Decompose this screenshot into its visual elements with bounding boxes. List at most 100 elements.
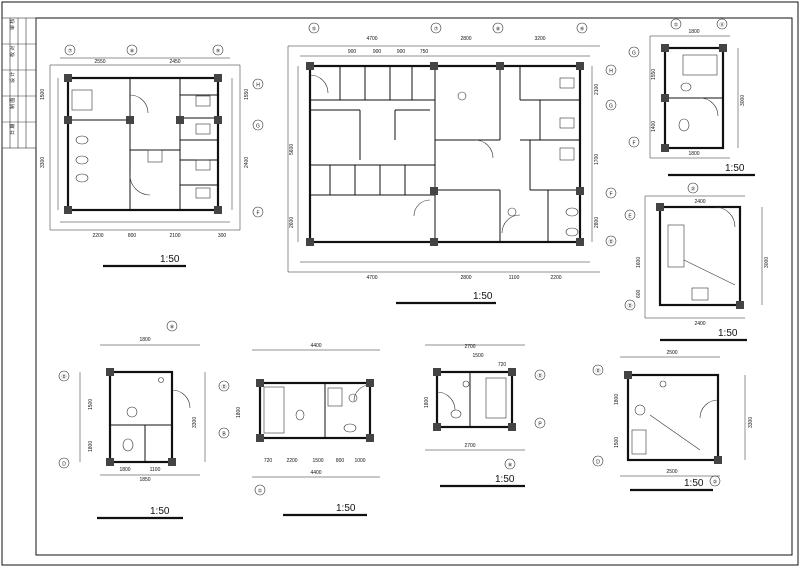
b2-dim-bot-5: 1000	[354, 458, 365, 464]
title-block: 审 核 校 对 设 计 制 图 日 期	[1, 17, 37, 149]
main-dim-top-2: 2800	[460, 36, 471, 42]
main-dim-top-3: 3200	[534, 36, 545, 42]
b3-dim-top-1: 2700	[464, 344, 475, 350]
sheet-inner-border	[35, 17, 793, 556]
main-dim-bot-2: 2800	[460, 275, 471, 281]
plan-a-dim-right-1: 1550	[244, 89, 250, 100]
main-dim-bot-1: 4700	[366, 275, 377, 281]
b2-dim-bot2: 4400	[310, 470, 321, 476]
b1-axis-d2: D	[62, 462, 66, 468]
tr-axis-g: G	[632, 51, 636, 57]
plan-a-dim-bot-3: 2100	[169, 233, 180, 239]
plan-a-dim-left-1: 1500	[40, 89, 46, 100]
main-dim-right-2: 1700	[594, 154, 600, 165]
b2-scale: 1:50	[336, 503, 356, 514]
b2-dim-top: 4400	[310, 343, 321, 349]
plan-a-axis-7: ⑦	[68, 49, 73, 55]
plan-a-axis-h: H	[256, 83, 260, 89]
plan-right-mid: ② E Ⓓ 2400 2400 1600 600 3000 1:50	[624, 182, 770, 342]
title-row-1: 审 核	[9, 19, 16, 30]
plan-a-dim-right-2: 2400	[244, 157, 250, 168]
b2-dim-bot-4: 800	[336, 458, 345, 464]
b1-dim-left-2: 1800	[88, 441, 94, 452]
b2-axis-b: B	[222, 432, 226, 438]
plan-a-axis-f: F	[256, 211, 259, 217]
b2-axis-d: Ⓓ	[221, 384, 226, 391]
tr-axis-f: F	[632, 141, 635, 147]
plan-bottom-2: Ⓓ B ① 4400 720 2200 1500 800 1000 4400 1…	[218, 343, 380, 517]
b2-dim-bot-3: 1500	[312, 458, 323, 464]
b1-dim-bot-1: 1800	[119, 467, 130, 473]
b4-axis-2: ②	[713, 480, 718, 486]
b1-dim-left-1: 1500	[88, 399, 94, 410]
main-dim-right-3: 2800	[594, 217, 600, 228]
plan-bottom-3: Ⓓ P ⑧ 2700 1500 720 2700 1800 1:50	[424, 344, 546, 488]
plan-a-dim-bot-2: 800	[128, 233, 137, 239]
r2-dim-bot: 2400	[694, 321, 705, 327]
plan-bottom-1: ⑧ Ⓓ D 1800 1800 1850 1100 1500 1800 3300…	[58, 320, 206, 520]
main-axis-7: ⑦	[434, 27, 439, 33]
b4-axis-d1: Ⓓ	[595, 368, 600, 375]
tr-axis-1: ①	[674, 23, 679, 29]
b1-dim-bot-3: 1100	[150, 467, 161, 473]
plan-top-right: ① Ⓐ G F 1800 1800 1550 1400 3000 1:50	[628, 18, 755, 177]
main-axis-8: ⑧	[496, 27, 501, 33]
b1-axis-d1: Ⓓ	[61, 374, 66, 381]
r2-dim-left-2: 600	[636, 289, 642, 298]
plan-a-axis-8: ⑧	[130, 49, 135, 55]
title-row-4: 制 图	[9, 98, 16, 109]
main-axis-f: F	[609, 192, 612, 198]
b3-dim-left: 1800	[424, 397, 430, 408]
b3-dim-bot: 2700	[464, 443, 475, 449]
plan-a-axis-g: G	[256, 124, 260, 130]
r2-axis-e: E	[628, 214, 632, 220]
b3-axis-d: Ⓓ	[537, 373, 542, 380]
b4-scale: 1:50	[684, 478, 704, 489]
b2-dim-bot-1: 720	[264, 458, 273, 464]
main-axis-d: Ⓓ	[608, 239, 613, 246]
title-row-2: 校 对	[9, 46, 16, 57]
r2-axis-d: Ⓓ	[627, 303, 632, 310]
plan-main: ⑤ ⑦ ⑧ ⑨ H G F Ⓓ 4700 2800 3200 900 900 9…	[287, 22, 617, 305]
b3-dim-top-2: 1500	[472, 353, 483, 359]
b2-dim-left: 1800	[236, 407, 242, 418]
tr-axis-a: Ⓐ	[719, 22, 724, 29]
main-dim-top2-3: 900	[397, 49, 406, 55]
main-axis-9: ⑨	[580, 27, 585, 33]
plan-a: ⑦ ⑧ ⑨ H G F 2550 2450 2200 800 2100 300 …	[40, 44, 264, 268]
tr-dim-right: 3000	[740, 95, 746, 106]
b3-dim-top-3: 720	[498, 362, 507, 368]
main-dim-bot-4: 2200	[550, 275, 561, 281]
b4-dim-left-1: 1800	[614, 394, 620, 405]
title-row-5: 日 期	[10, 124, 16, 135]
b2-dim-bot-2: 2200	[286, 458, 297, 464]
main-dim-left-2: 2600	[289, 217, 295, 228]
plan-a-dim-bot-1: 2200	[92, 233, 103, 239]
b3-axis-8: ⑧	[508, 463, 513, 469]
b4-dim-bot: 2500	[666, 469, 677, 475]
b1-scale: 1:50	[150, 506, 170, 517]
plan-a-axis-9: ⑨	[216, 49, 221, 55]
main-dim-left-1: 5600	[289, 144, 295, 155]
plan-a-dim-left-2: 3300	[40, 157, 46, 168]
plan-a-dim-top-2: 2450	[169, 59, 180, 65]
b4-dim-left-2: 1500	[614, 437, 620, 448]
b1-dim-top: 1800	[139, 337, 150, 343]
main-dim-right-1: 2100	[594, 84, 600, 95]
tr-dim-bot: 1800	[688, 151, 699, 157]
tr-scale: 1:50	[725, 163, 745, 174]
b3-axis-p: P	[538, 422, 542, 428]
r2-dim-right: 3000	[764, 257, 770, 268]
r2-scale: 1:50	[718, 328, 738, 339]
main-axis-5: ⑤	[312, 27, 317, 33]
b4-axis-d2: D	[596, 460, 600, 466]
r2-dim-left-1: 1600	[636, 257, 642, 268]
title-row-3: 设 计	[9, 72, 16, 83]
main-axis-g: G	[609, 104, 613, 110]
tr-dim-left-1: 1550	[651, 69, 657, 80]
main-scale: 1:50	[473, 291, 493, 302]
main-axis-h: H	[609, 69, 613, 75]
main-dim-bot-3: 1100	[509, 275, 520, 281]
main-dim-top2-1: 900	[348, 49, 357, 55]
